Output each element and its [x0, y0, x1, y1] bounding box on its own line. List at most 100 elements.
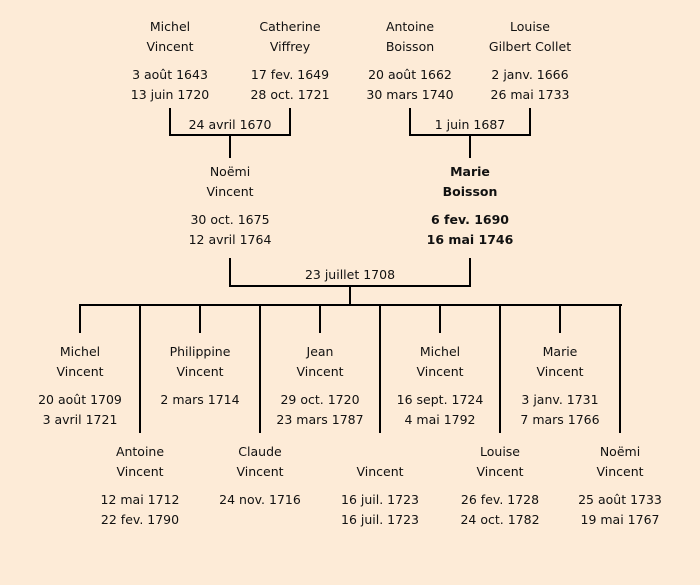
connector-line: [139, 304, 141, 433]
last-name: Vincent: [236, 464, 284, 479]
person-card[interactable]: Antoine Boisson 20 août 1662 30 mars 1740: [345, 17, 475, 105]
last-name: Gilbert Collet: [488, 39, 572, 54]
connector-line: [469, 134, 471, 158]
last-name: Boisson: [442, 184, 498, 199]
first-name: Michel: [59, 344, 101, 359]
death-date: 7 mars 1766: [520, 412, 600, 427]
last-name: Vincent: [356, 464, 404, 479]
death-date: 28 oct. 1721: [250, 87, 330, 102]
last-name: Vincent: [536, 364, 584, 379]
death-date: 13 juin 1720: [130, 87, 210, 102]
last-name: Vincent: [56, 364, 104, 379]
birth-date: 12 mai 1712: [100, 492, 180, 507]
last-name: Vincent: [146, 39, 194, 54]
person-card[interactable]: Noëmi Vincent 30 oct. 1675 12 avril 1764: [165, 162, 295, 250]
connector-line: [229, 258, 231, 287]
death-date: 30 mars 1740: [366, 87, 454, 102]
first-name: Louise: [510, 19, 550, 34]
first-name: Michel: [419, 344, 461, 359]
last-name: Vincent: [206, 184, 254, 199]
birth-date: 3 août 1643: [132, 67, 208, 82]
birth-date: 20 août 1662: [368, 67, 452, 82]
last-name: Boisson: [385, 39, 435, 54]
birth-date: 30 oct. 1675: [190, 212, 270, 227]
person-card[interactable]: Catherine Viffrey 17 fev. 1649 28 oct. 17…: [225, 17, 355, 105]
first-name: Catherine: [259, 19, 321, 34]
death-date: 23 mars 1787: [276, 412, 364, 427]
birth-date: 6 fev. 1690: [431, 212, 509, 227]
birth-date: 26 fev. 1728: [460, 492, 540, 507]
last-name: Vincent: [596, 464, 644, 479]
death-date: 24 oct. 1782: [460, 512, 540, 527]
death-date: 12 avril 1764: [188, 232, 272, 247]
connector-line: [439, 304, 441, 333]
death-date: 22 fev. 1790: [100, 512, 180, 527]
birth-date: 20 août 1709: [38, 392, 122, 407]
last-name: Vincent: [296, 364, 344, 379]
first-name: Marie: [542, 344, 578, 359]
first-name: Antoine: [385, 19, 435, 34]
birth-date: 2 mars 1714: [160, 392, 240, 407]
connector-line: [289, 108, 291, 136]
person-card[interactable]: Louise Gilbert Collet 2 janv. 1666 26 mai…: [465, 17, 595, 105]
connector-line: [259, 304, 261, 433]
connector-line: [409, 108, 411, 136]
death-date: 3 avril 1721: [42, 412, 118, 427]
connector-line: [499, 304, 501, 433]
birth-date: 29 oct. 1720: [280, 392, 360, 407]
last-name: Vincent: [116, 464, 164, 479]
connector-line: [349, 285, 351, 305]
last-name: Vincent: [416, 364, 464, 379]
birth-date: 2 janv. 1666: [491, 67, 569, 82]
connector-line: [169, 108, 171, 136]
connector-line: [469, 258, 471, 287]
first-name: Philippine: [169, 344, 231, 359]
birth-date: 16 juil. 1723: [341, 492, 419, 507]
person-card[interactable]: Michel Vincent 3 août 1643 13 juin 1720: [105, 17, 235, 105]
first-name: Marie: [450, 164, 490, 179]
birth-date: 16 sept. 1724: [396, 392, 484, 407]
person-card-highlighted[interactable]: Marie Boisson 6 fev. 1690 16 mai 1746: [405, 162, 535, 250]
connector-line: [199, 304, 201, 333]
connector-line: [79, 304, 81, 333]
birth-date: 25 août 1733: [578, 492, 662, 507]
death-date: 16 juil. 1723: [341, 512, 419, 527]
connector-line: [79, 304, 622, 306]
connector-line: [559, 304, 561, 333]
birth-date: 24 nov. 1716: [219, 492, 301, 507]
marriage-date: 23 juillet 1708: [304, 267, 396, 282]
first-name: Jean: [306, 344, 334, 359]
first-name: Antoine: [115, 444, 165, 459]
connector-line: [529, 108, 531, 136]
death-date: 4 mai 1792: [404, 412, 476, 427]
first-name: Noëmi: [209, 164, 251, 179]
first-name: Claude: [238, 444, 282, 459]
connector-line: [319, 304, 321, 333]
first-name: Michel: [149, 19, 191, 34]
death-date: 26 mai 1733: [490, 87, 570, 102]
last-name: Vincent: [476, 464, 524, 479]
death-date: 19 mai 1767: [580, 512, 660, 527]
person-card[interactable]: Vincent 16 juil. 1723 16 juil. 1723: [315, 442, 445, 530]
last-name: Vincent: [176, 364, 224, 379]
marriage-date: 24 avril 1670: [188, 117, 272, 132]
first-name: Noëmi: [599, 444, 641, 459]
birth-date: 3 janv. 1731: [521, 392, 599, 407]
birth-date: 17 fev. 1649: [250, 67, 330, 82]
first-name: Louise: [480, 444, 520, 459]
marriage-date: 1 juin 1687: [434, 117, 506, 132]
death-date: 16 mai 1746: [426, 232, 514, 247]
last-name: Viffrey: [269, 39, 311, 54]
connector-line: [229, 134, 231, 158]
connector-line: [619, 304, 621, 433]
first-name: [315, 442, 445, 462]
